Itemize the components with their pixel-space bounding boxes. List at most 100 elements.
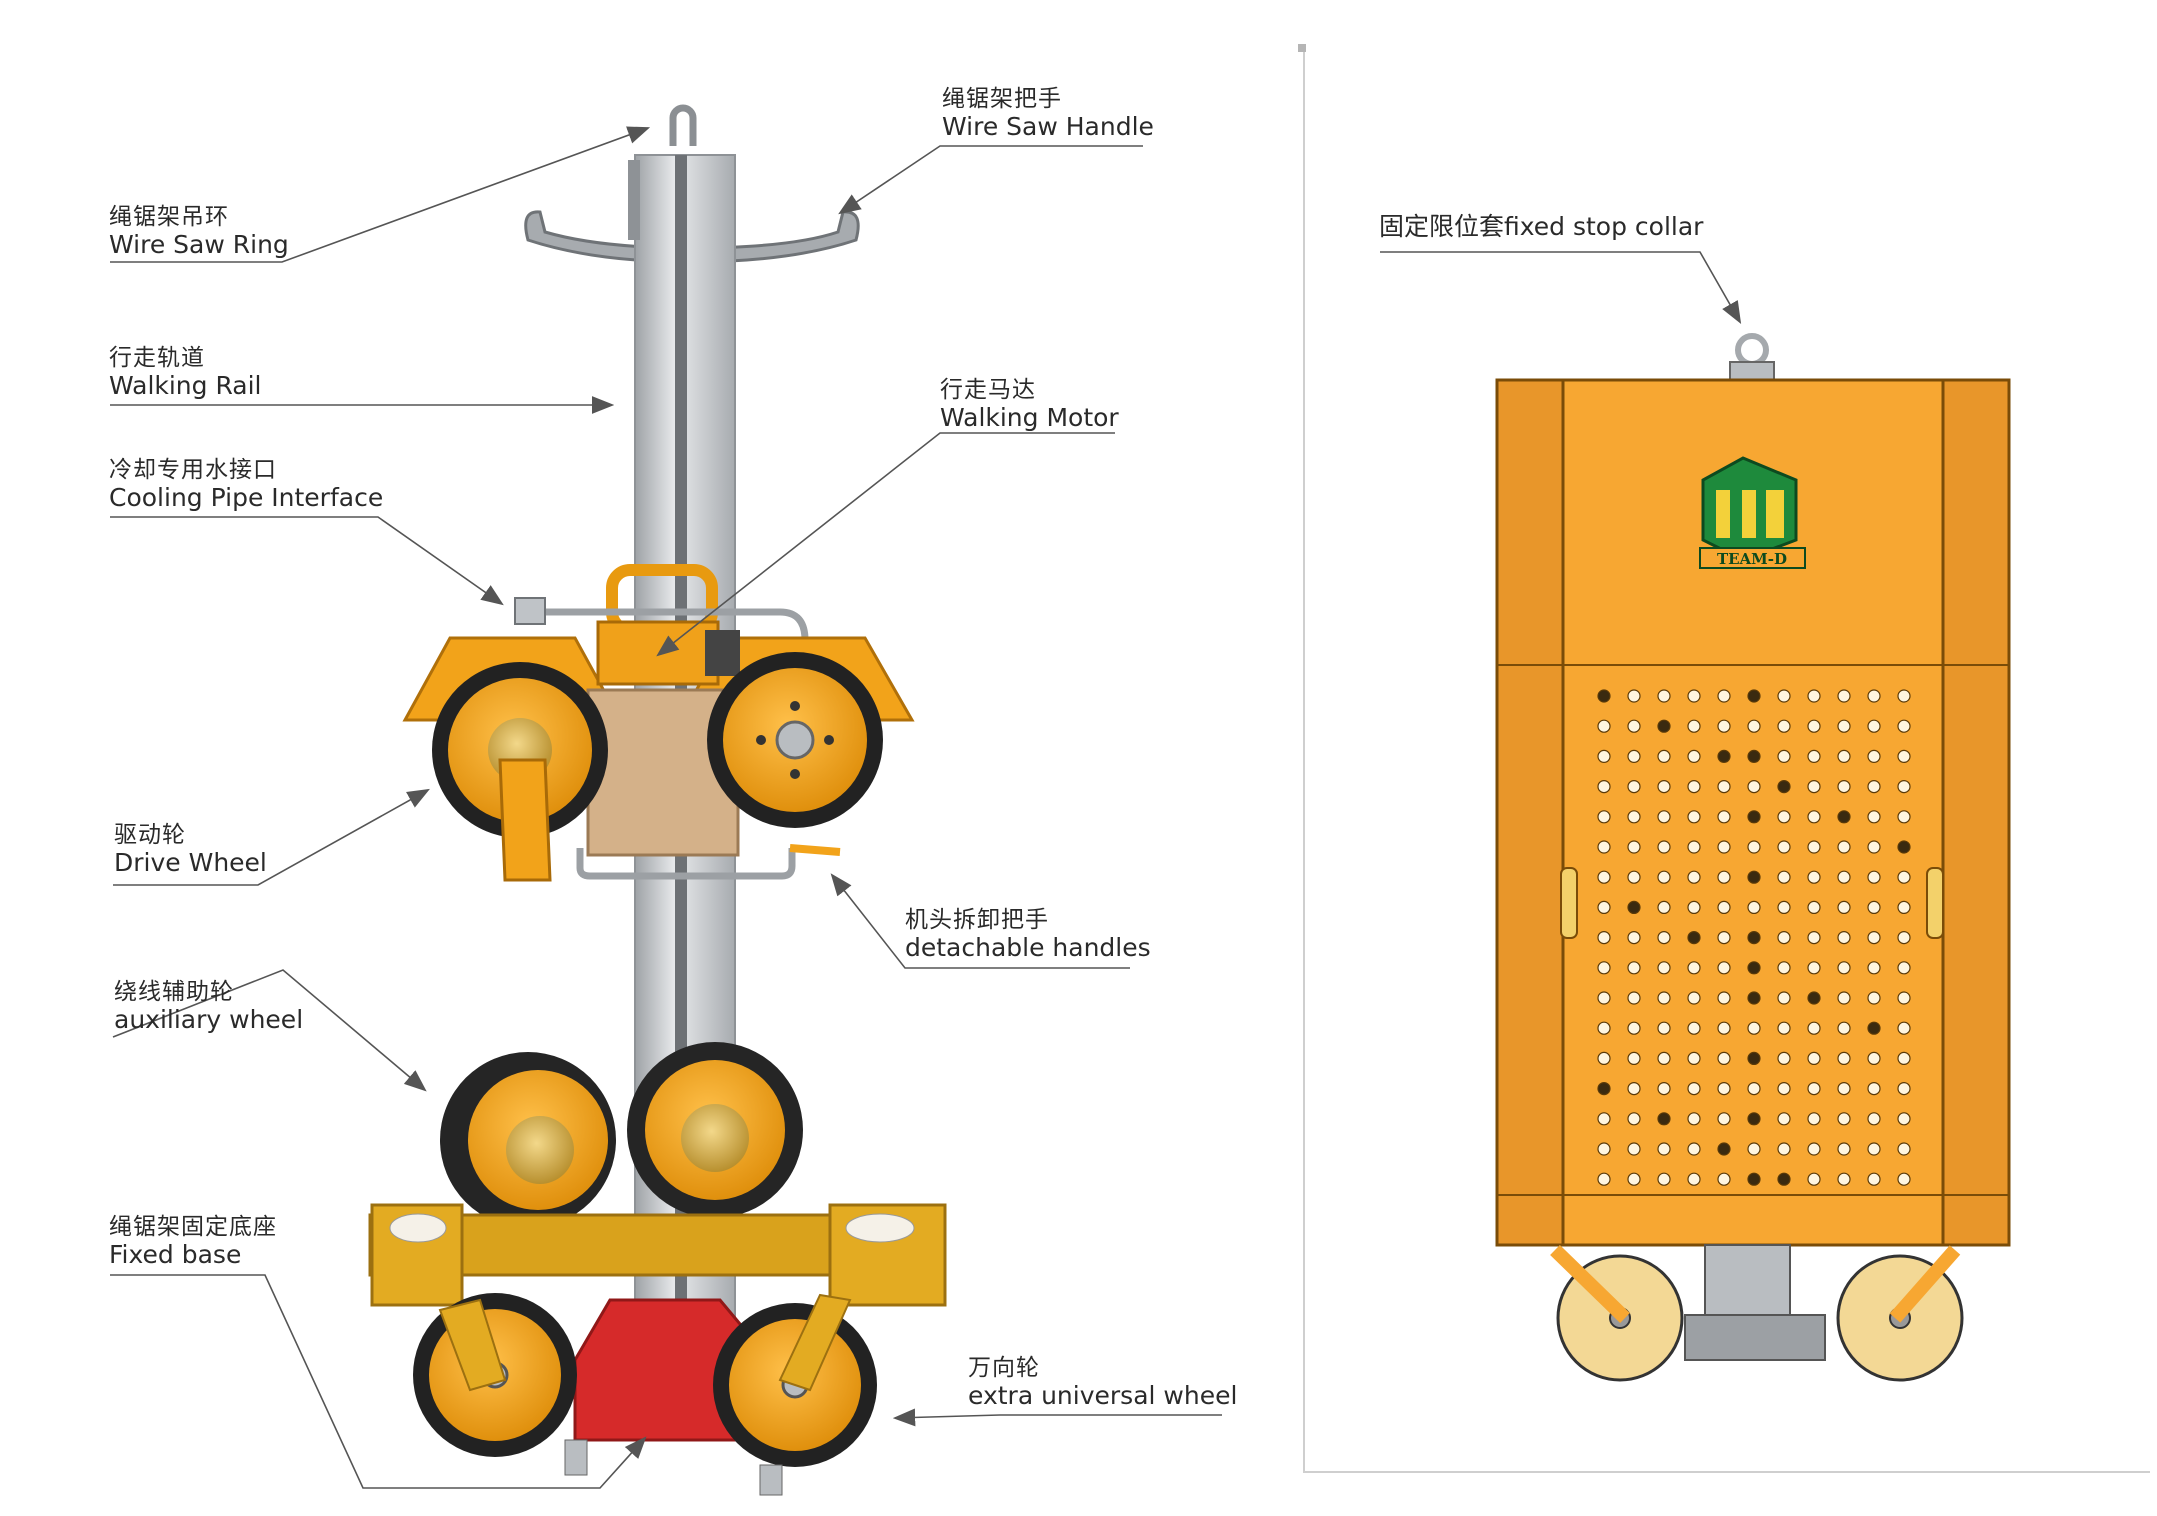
leader-universal-wheel (892, 1408, 1222, 1427)
label-walking-rail: 行走轨道 Walking Rail (109, 345, 262, 400)
vent-hole (1687, 810, 1701, 824)
vent-hole (1687, 840, 1701, 854)
label-zh: 绳锯架吊环 (109, 204, 229, 230)
vent-hole (1627, 719, 1641, 733)
label-zh: 绕线辅助轮 (114, 979, 234, 1005)
vent-hole (1597, 961, 1611, 975)
vent-hole (1897, 719, 1911, 733)
vent-hole (1597, 1051, 1611, 1066)
vent-hole (1717, 840, 1731, 854)
vent-hole (1897, 749, 1911, 764)
vent-hole (1897, 900, 1911, 915)
vent-hole (1777, 900, 1791, 915)
vent-hole (1717, 1142, 1731, 1156)
vent-hole (1897, 870, 1911, 884)
vent-hole (1687, 991, 1701, 1005)
vent-hole (1837, 1172, 1851, 1186)
vent-hole (1807, 870, 1821, 884)
vent-hole (1867, 900, 1881, 915)
vent-hole (1807, 810, 1821, 824)
vent-hole (1897, 810, 1911, 824)
vent-hole (1627, 961, 1641, 975)
vent-hole (1837, 991, 1851, 1005)
vent-hole (1627, 1112, 1641, 1126)
label-en: Wire Saw Ring (109, 229, 289, 259)
vent-hole (1897, 840, 1911, 854)
label-fixed-base: 绳锯架固定底座 Fixed base (109, 1214, 277, 1269)
vent-hole (1717, 1021, 1731, 1035)
vent-hole (1807, 1142, 1821, 1156)
wire-saw-machine (368, 104, 947, 1496)
vent-hole (1807, 930, 1821, 945)
vent-hole (1597, 749, 1611, 764)
vent-hole (1897, 1172, 1911, 1186)
vent-hole (1627, 810, 1641, 824)
label-zh: 万向轮 (968, 1355, 1040, 1381)
leader-wire-saw-handle (838, 145, 1143, 215)
cooling-pipe (520, 608, 809, 641)
hanging-ring (669, 104, 697, 146)
label-wire-saw-handle: 绳锯架把手 Wire Saw Handle (942, 86, 1154, 141)
vent-hole (1777, 930, 1791, 945)
vent-hole (1807, 961, 1821, 975)
vent-hole (1627, 900, 1641, 915)
vent-hole (1837, 1142, 1851, 1156)
vent-hole (1837, 719, 1851, 733)
vent-hole (1717, 810, 1731, 824)
vent-hole (1597, 1172, 1611, 1186)
vent-hole (1777, 1112, 1791, 1126)
vent-hole (1597, 1142, 1611, 1156)
vent-hole (1747, 961, 1761, 975)
vent-hole (1867, 991, 1881, 1005)
vent-hole (1627, 991, 1641, 1005)
vent-hole (1657, 810, 1671, 824)
vent-hole (1807, 749, 1821, 764)
logo-text: TEAM-D (1717, 550, 1787, 568)
vent-hole (1837, 930, 1851, 945)
vent-hole (1807, 779, 1821, 794)
vent-hole (1777, 961, 1791, 975)
label-cooling-pipe: 冷却专用水接口 Cooling Pipe Interface (109, 457, 383, 512)
vent-hole (1867, 870, 1881, 884)
vent-hole (1807, 1081, 1821, 1096)
vent-hole (1777, 779, 1791, 794)
vent-hole (1897, 1051, 1911, 1066)
label-en: detachable handles (905, 932, 1151, 962)
vent-hole (1867, 1021, 1881, 1035)
label-zh: 冷却专用水接口 (109, 457, 277, 483)
vent-hole (1657, 870, 1671, 884)
vent-hole (1747, 900, 1761, 915)
vent-hole (1687, 779, 1701, 794)
leader-fixed-base (110, 1274, 647, 1489)
cabinet-handle-right (1926, 867, 1944, 939)
vent-hole (1747, 689, 1761, 703)
detachable-handle (576, 848, 796, 880)
vent-hole (1657, 1142, 1671, 1156)
vent-hole (1687, 1142, 1701, 1156)
vent-hole (1597, 719, 1611, 733)
vent-hole (1777, 991, 1791, 1005)
label-universal-wheel: 万向轮 extra universal wheel (968, 1355, 1237, 1410)
vent-hole (1777, 840, 1791, 854)
vent-hole (1627, 749, 1641, 764)
vent-hole (1837, 810, 1851, 824)
cabinet-vent-holes (1597, 689, 1911, 1186)
vent-hole (1837, 779, 1851, 794)
vent-hole (1687, 900, 1701, 915)
vent-hole (1657, 1081, 1671, 1096)
vent-hole (1837, 840, 1851, 854)
vent-hole (1657, 840, 1671, 854)
fixed-stop-collar (1735, 333, 1769, 367)
vent-hole (1627, 870, 1641, 884)
vent-hole (1777, 1051, 1791, 1066)
vent-hole (1657, 1021, 1671, 1035)
vent-hole (1597, 1112, 1611, 1126)
vent-hole (1657, 900, 1671, 915)
vent-hole (1837, 961, 1851, 975)
vent-hole (1867, 779, 1881, 794)
label-zh: 行走轨道 (109, 345, 205, 371)
vent-hole (1897, 930, 1911, 945)
vent-hole (1627, 1021, 1641, 1035)
vent-hole (1807, 719, 1821, 733)
